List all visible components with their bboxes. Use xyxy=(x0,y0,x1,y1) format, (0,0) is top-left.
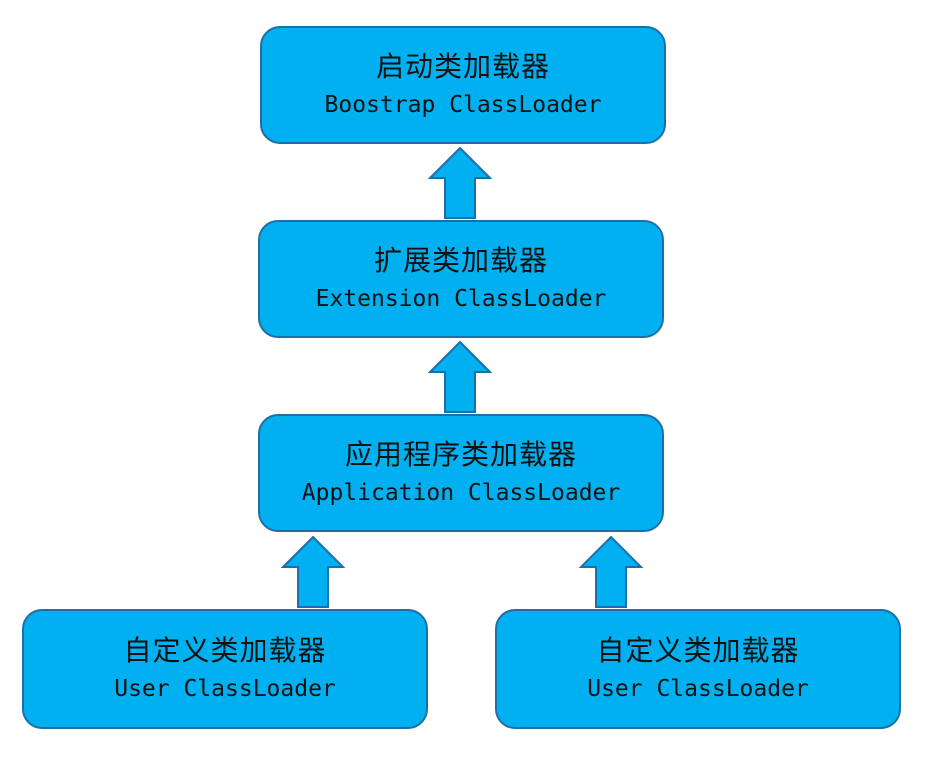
extension-classloader-node: 扩展类加载器 Extension ClassLoader xyxy=(258,220,664,338)
user-classloader-node-left: 自定义类加载器 User ClassLoader xyxy=(22,609,428,729)
arrow-user-right-to-application xyxy=(578,535,644,608)
user-classloader-node-right: 自定义类加载器 User ClassLoader xyxy=(495,609,901,729)
user-right-en-label: User ClassLoader xyxy=(587,676,809,702)
extension-cn-label: 扩展类加载器 xyxy=(373,244,548,277)
application-en-label: Application ClassLoader xyxy=(301,480,621,506)
arrow-extension-to-bootstrap xyxy=(427,146,493,219)
user-right-cn-label: 自定义类加载器 xyxy=(596,634,800,667)
arrow-user-left-to-application xyxy=(280,535,346,608)
bootstrap-classloader-node: 启动类加载器 Boostrap ClassLoader xyxy=(260,26,666,144)
application-classloader-node: 应用程序类加载器 Application ClassLoader xyxy=(258,414,664,532)
extension-en-label: Extension ClassLoader xyxy=(315,286,607,312)
user-left-cn-label: 自定义类加载器 xyxy=(123,634,327,667)
arrow-application-to-extension xyxy=(427,340,493,413)
application-cn-label: 应用程序类加载器 xyxy=(344,438,577,471)
bootstrap-cn-label: 启动类加载器 xyxy=(375,50,550,83)
user-left-en-label: User ClassLoader xyxy=(114,676,336,702)
bootstrap-en-label: Boostrap ClassLoader xyxy=(324,92,602,118)
